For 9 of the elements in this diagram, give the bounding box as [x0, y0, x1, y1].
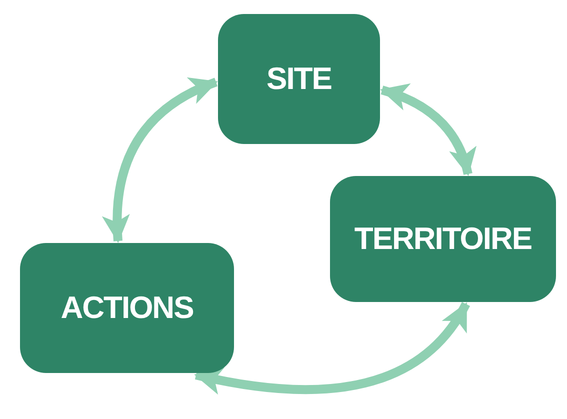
double-arrow [194, 302, 470, 394]
rounded-box [330, 176, 556, 302]
double-arrow [380, 84, 476, 176]
box-label: ACTIONS [60, 290, 194, 326]
double-arrow [102, 78, 218, 243]
box-label: TERRITOIRE [354, 221, 532, 257]
rounded-box [218, 14, 380, 144]
box-label: SITE [266, 61, 332, 97]
rounded-box [20, 243, 234, 373]
